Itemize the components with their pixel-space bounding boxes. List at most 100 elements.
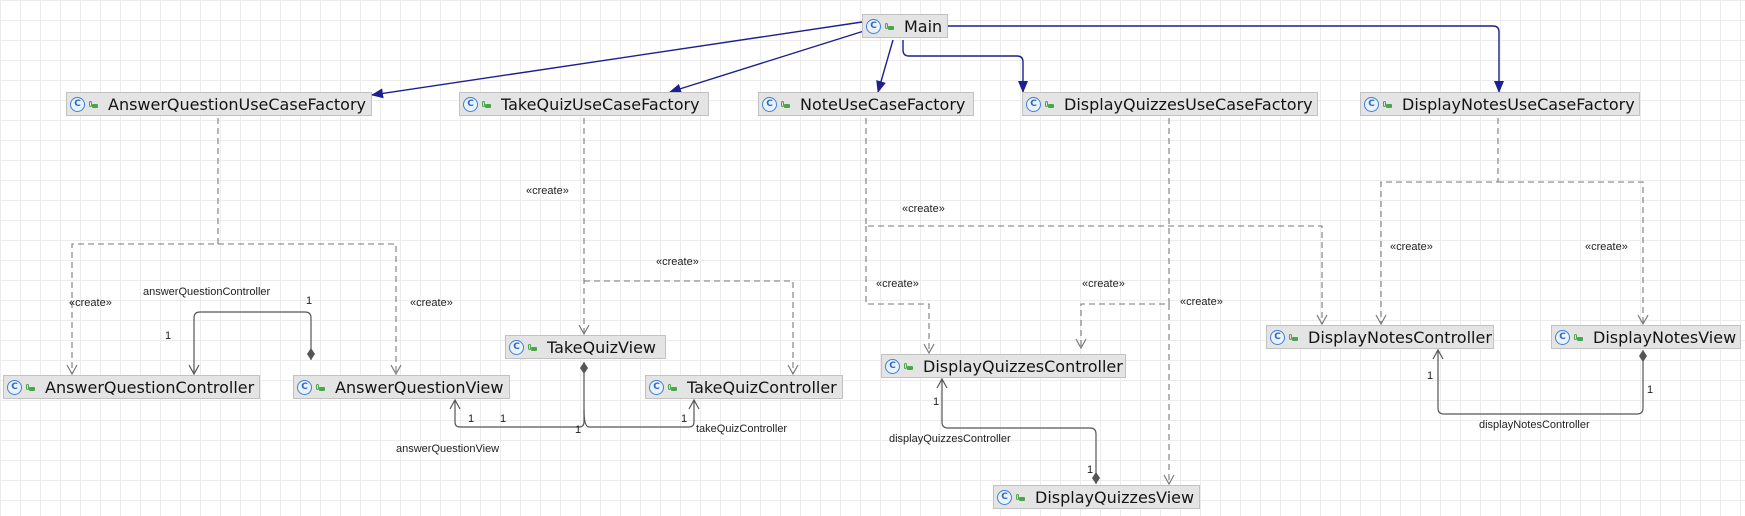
public-icon [482,100,491,109]
edge-takequizview-takequizcontroller [583,398,700,428]
edge-main-answerquestionfactory [371,21,863,99]
create-label: «create» [526,185,569,197]
edge-main-displaynotesfactory [948,25,1504,93]
role-label: displayQuizzesController [889,433,1011,445]
create-label: «create» [902,203,945,215]
public-icon [1574,333,1583,342]
create-label: «create» [410,297,453,309]
multiplicity-label: 1 [500,413,507,425]
multiplicity-label: 1 [468,413,475,425]
class-name: DisplayNotesUseCaseFactory [1402,94,1635,114]
class-name: DisplayNotesView [1593,327,1737,347]
multiplicity-label: 1 [165,330,172,342]
public-icon [904,362,913,371]
class-display-notes-view[interactable]: C DisplayNotesView [1551,325,1741,349]
edge-create-nf-displayquizzescontroller [865,226,935,355]
class-take-quiz-controller[interactable]: C TakeQuizController [645,375,843,399]
class-answer-question-use-case-factory[interactable]: C AnswerQuestionUseCaseFactory [66,92,372,116]
class-icon: C [7,379,22,395]
edge-create-aqf-controller [66,118,219,376]
class-answer-question-controller[interactable]: C AnswerQuestionController [3,375,260,399]
class-icon: C [297,379,312,395]
public-icon [1289,333,1298,342]
multiplicity-label: 1 [1427,370,1434,382]
class-icon: C [866,18,881,34]
class-name: Main [904,16,943,36]
public-icon [26,383,35,392]
class-icon: C [885,358,900,374]
class-display-quizzes-controller[interactable]: C DisplayQuizzesController [881,354,1126,378]
create-label: «create» [1585,241,1628,253]
public-icon [1016,493,1025,502]
public-icon [885,22,894,31]
edge-takequizview-answerquestionview [449,362,588,428]
main-associations [371,21,1504,99]
class-name: DisplayNotesController [1308,327,1492,347]
class-name: NoteUseCaseFactory [800,94,966,114]
role-label: takeQuizController [696,423,788,435]
class-icon: C [997,489,1012,505]
class-main[interactable]: C Main [862,14,948,38]
edge-create-tqf-controller [584,280,799,376]
public-icon [89,100,98,109]
edge-dnview-dncontroller [1432,348,1647,415]
class-icon: C [463,96,478,112]
class-answer-question-view[interactable]: C AnswerQuestionView [293,375,510,399]
multiplicity-label: 1 [1647,384,1654,396]
edge-main-notefactory [876,39,894,93]
edge-create-dqf-controller [1075,118,1170,350]
role-label: answerQuestionView [396,443,500,455]
public-icon [1045,100,1054,109]
class-icon: C [1026,96,1041,112]
class-name: AnswerQuestionController [45,377,255,397]
class-icon: C [762,96,777,112]
edge-create-aqf-view [218,243,402,376]
class-note-use-case-factory[interactable]: C NoteUseCaseFactory [758,92,974,116]
class-name: TakeQuizController [687,377,837,397]
create-dependencies [66,118,1649,486]
multiplicity-label: 1 [575,424,582,436]
class-name: DisplayQuizzesController [923,356,1123,376]
class-name: DisplayQuizzesUseCaseFactory [1064,94,1313,114]
edge-main-displayquizzesfactory [902,40,1028,93]
multiplicity-label: 1 [681,413,688,425]
class-name: AnswerQuestionView [335,377,504,397]
edge-aqview-aqcontroller [188,311,315,376]
class-display-quizzes-use-case-factory[interactable]: C DisplayQuizzesUseCaseFactory [1022,92,1318,116]
class-icon: C [1555,329,1570,345]
create-label: «create» [656,256,699,268]
multiplicity-label: 1 [306,295,313,307]
class-icon: C [1270,329,1285,345]
public-icon [528,343,537,352]
create-label: «create» [1082,278,1125,290]
public-icon [781,100,790,109]
class-icon: C [649,379,664,395]
create-label: «create» [1390,241,1433,253]
class-display-notes-controller[interactable]: C DisplayNotesController [1266,325,1494,349]
public-icon [668,383,677,392]
compositions [188,311,1647,484]
class-name: AnswerQuestionUseCaseFactory [108,94,366,114]
class-icon: C [509,339,524,355]
class-display-quizzes-view[interactable]: C DisplayQuizzesView [993,485,1200,509]
role-label: displayNotesController [1479,419,1590,431]
class-take-quiz-view[interactable]: C TakeQuizView [505,335,666,359]
create-label: «create» [1180,296,1223,308]
multiplicity-label: 1 [1087,464,1094,476]
edge-create-dnf-controller [1375,118,1499,326]
class-icon: C [70,96,85,112]
class-name: DisplayQuizzesView [1035,487,1195,507]
public-icon [1383,100,1392,109]
class-name: TakeQuizUseCaseFactory [501,94,700,114]
edge-create-nf-displaynotescontroller [865,118,1328,326]
class-take-quiz-use-case-factory[interactable]: C TakeQuizUseCaseFactory [459,92,709,116]
class-name: TakeQuizView [547,337,657,357]
edge-dqview-dqcontroller [936,377,1100,484]
public-icon [316,383,325,392]
edge-main-takequizfactory [669,30,865,94]
create-label: «create» [876,278,919,290]
multiplicity-label: 1 [933,396,940,408]
create-label: «create» [69,297,112,309]
